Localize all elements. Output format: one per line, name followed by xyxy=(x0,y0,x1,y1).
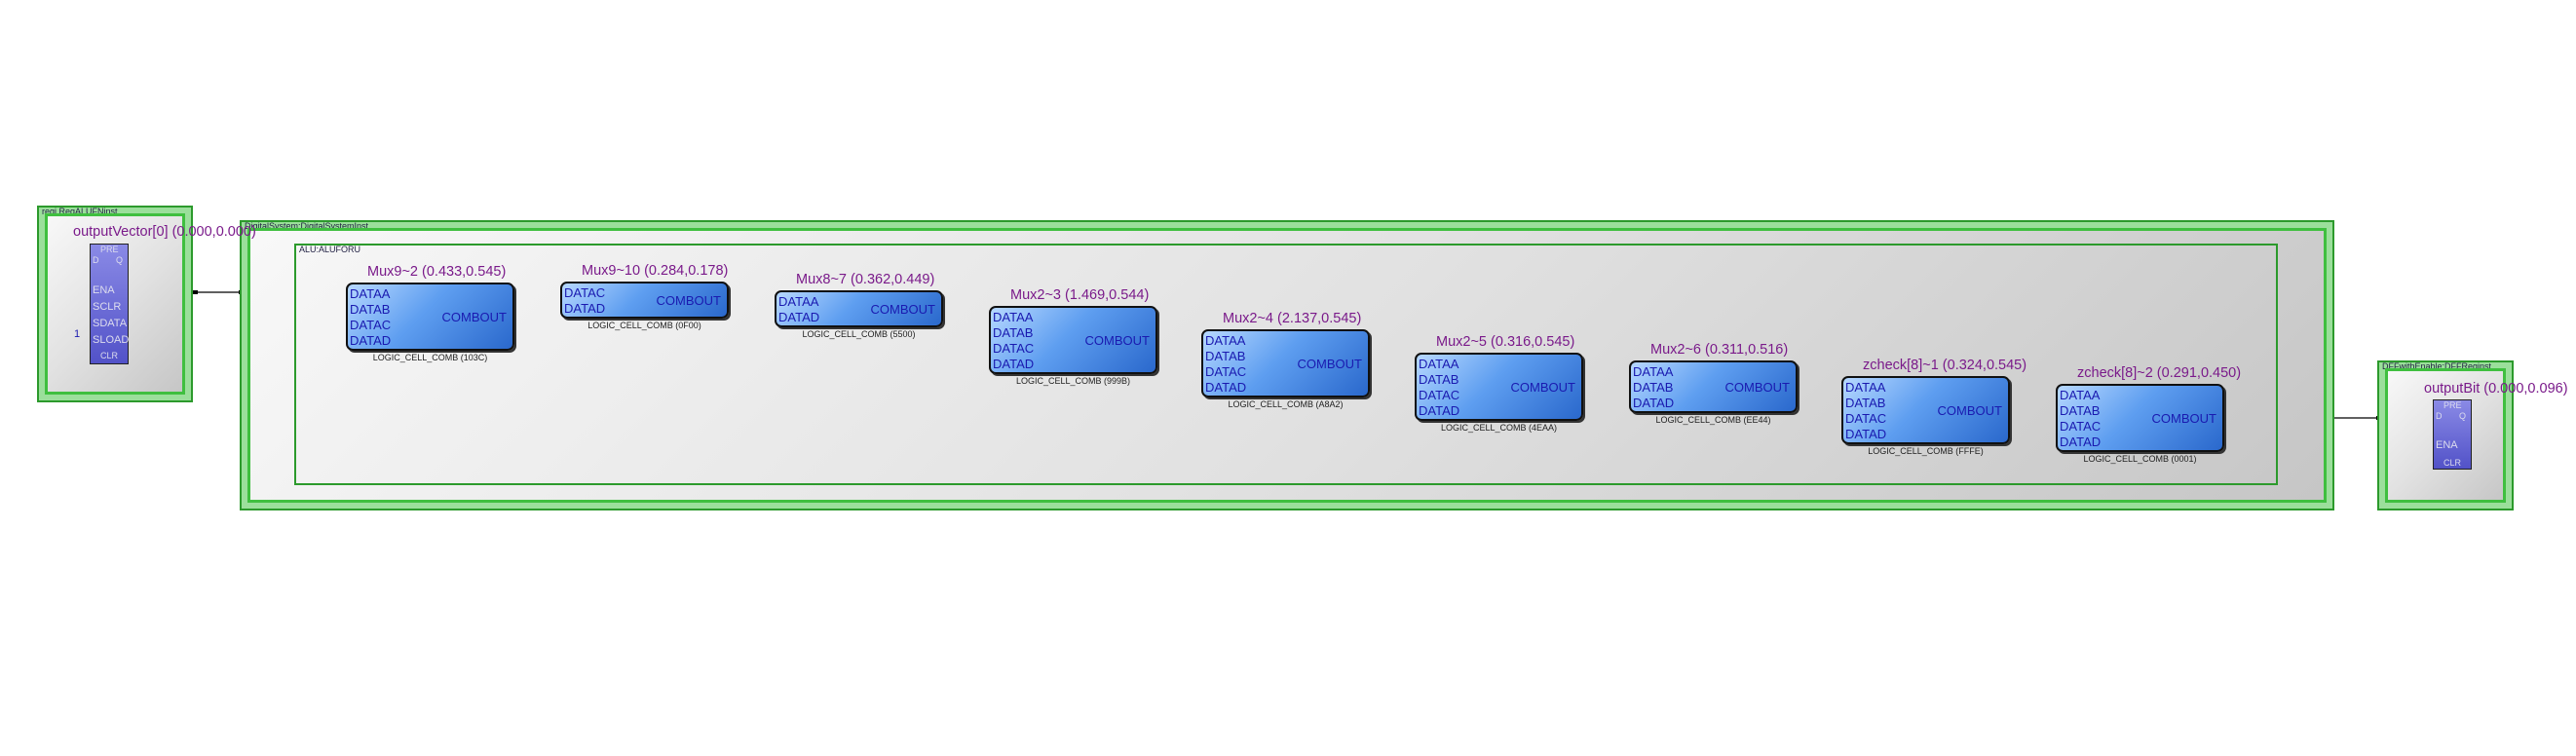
output-register-title: outputBit (0.000,0.096) xyxy=(2424,381,2568,397)
cell-port-datad: DATAD xyxy=(1633,396,1675,410)
cell-port-datab: DATAB xyxy=(1419,372,1459,387)
cell-port-combout: COMBOUT xyxy=(656,293,721,308)
cell-title-zcheck8-1: zcheck[8]~1 (0.324,0.545) xyxy=(1863,358,2027,373)
cell-port-combout: COMBOUT xyxy=(1724,380,1790,395)
cell-type-zcheck8-1: LOGIC_CELL_COMB (FFFE) xyxy=(1868,446,1984,456)
alu-frame-label: ALU:ALUFORU xyxy=(299,245,361,254)
cell-title-zcheck8-2: zcheck[8]~2 (0.291,0.450) xyxy=(2077,365,2242,381)
cell-port-datad: DATAD xyxy=(350,333,392,348)
cell-port-datab: DATAB xyxy=(350,302,391,317)
input-register-pin-pre: PRE xyxy=(100,245,119,254)
cell-port-datad: DATAD xyxy=(778,310,820,324)
cell-title-mux9-2: Mux9~2 (0.433,0.545) xyxy=(367,264,507,280)
cell-port-datab: DATAB xyxy=(2060,403,2101,418)
output-register-pin-pre: PRE xyxy=(2443,400,2462,410)
cell-port-combout: COMBOUT xyxy=(870,302,935,317)
cell-port-datac: DATAC xyxy=(350,318,392,332)
cell-port-datab: DATAB xyxy=(993,325,1034,340)
cell-port-datab: DATAB xyxy=(1633,380,1674,395)
input-register-frame-label: regi.RegALUFNinst xyxy=(42,207,118,216)
cell-port-datad: DATAD xyxy=(993,357,1035,371)
cell-port-datad: DATAD xyxy=(2060,435,2102,449)
cell-type-zcheck8-2: LOGIC_CELL_COMB (0001) xyxy=(2083,454,2197,464)
cell-title-mux2-5: Mux2~5 (0.316,0.545) xyxy=(1436,334,1575,350)
input-register-pin-sclr: SCLR xyxy=(93,301,122,313)
cell-port-combout: COMBOUT xyxy=(1084,333,1150,348)
cell-port-dataa: DATAA xyxy=(1419,357,1459,371)
input-register-title: outputVector[0] (0.000,0.000) xyxy=(73,224,256,240)
digital-system-frame-label: DigitalSystem:DigitalSystemInst xyxy=(245,221,369,231)
input-register-block[interactable]: PRE D Q ENA SCLR SDATA SLOAD CLR xyxy=(90,244,129,364)
input-register-pin-sdata: SDATA xyxy=(93,318,128,329)
input-register-const: 1 xyxy=(74,328,81,340)
cell-type-mux2-4: LOGIC_CELL_COMB (A8A2) xyxy=(1228,399,1344,409)
input-register-pin-clr: CLR xyxy=(100,351,119,360)
cell-port-datad: DATAD xyxy=(1845,427,1887,441)
cell-port-datac: DATAC xyxy=(993,341,1035,356)
cell-type-mux2-5: LOGIC_CELL_COMB (4EAA) xyxy=(1440,423,1558,433)
cell-port-dataa: DATAA xyxy=(993,310,1034,324)
cell-port-datac: DATAC xyxy=(1419,388,1460,402)
output-register-frame-label: DFFwithEnable:DFFReginst xyxy=(2382,361,2492,371)
cell-port-dataa: DATAA xyxy=(1845,380,1886,395)
input-register-pin-q: Q xyxy=(116,255,124,265)
cell-port-datad: DATAD xyxy=(1419,403,1460,418)
output-register-block[interactable]: PRE D Q ENA CLR xyxy=(2433,399,2472,470)
cell-port-combout: COMBOUT xyxy=(1510,380,1575,395)
cell-port-datac: DATAC xyxy=(564,285,606,300)
cell-port-combout: COMBOUT xyxy=(2151,411,2216,426)
cell-port-combout: COMBOUT xyxy=(1937,403,2002,418)
cell-type-mux9-10: LOGIC_CELL_COMB (0F00) xyxy=(587,321,701,330)
wire-junction xyxy=(192,290,198,294)
cell-type-mux9-2: LOGIC_CELL_COMB (103C) xyxy=(372,353,488,362)
cell-type-mux2-3: LOGIC_CELL_COMB (999B) xyxy=(1015,376,1131,386)
cell-port-dataa: DATAA xyxy=(1205,333,1246,348)
cell-port-combout: COMBOUT xyxy=(441,310,507,324)
cell-port-datad: DATAD xyxy=(564,301,606,316)
output-register-pin-clr: CLR xyxy=(2443,458,2462,468)
cell-title-mux2-4: Mux2~4 (2.137,0.545) xyxy=(1223,311,1362,326)
cell-title-mux8-7: Mux8~7 (0.362,0.449) xyxy=(796,272,935,287)
cell-type-mux8-7: LOGIC_CELL_COMB (5500) xyxy=(802,329,916,339)
cell-title-mux2-3: Mux2~3 (1.469,0.544) xyxy=(1010,287,1150,303)
cell-title-mux2-6: Mux2~6 (0.311,0.516) xyxy=(1650,342,1789,358)
input-register-pin-sload: SLOAD xyxy=(93,334,130,346)
output-register-pin-q: Q xyxy=(2459,411,2467,421)
cell-title-mux9-10: Mux9~10 (0.284,0.178) xyxy=(582,263,729,279)
cell-port-dataa: DATAA xyxy=(1633,364,1674,379)
cell-port-datac: DATAC xyxy=(1205,364,1247,379)
cell-port-datab: DATAB xyxy=(1205,349,1246,363)
input-register-pin-ena: ENA xyxy=(93,284,115,296)
input-register-pin-d: D xyxy=(93,255,99,265)
output-register-pin-ena: ENA xyxy=(2436,439,2458,451)
cell-port-datac: DATAC xyxy=(1845,411,1887,426)
cell-port-datab: DATAB xyxy=(1845,396,1886,410)
cell-port-dataa: DATAA xyxy=(350,286,391,301)
cell-port-datac: DATAC xyxy=(2060,419,2102,434)
cell-port-dataa: DATAA xyxy=(778,294,819,309)
cell-port-dataa: DATAA xyxy=(2060,388,2101,402)
output-register-pin-d: D xyxy=(2436,411,2443,421)
cell-port-combout: COMBOUT xyxy=(1297,357,1362,371)
cell-type-mux2-6: LOGIC_CELL_COMB (EE44) xyxy=(1655,415,1771,425)
cell-port-datad: DATAD xyxy=(1205,380,1247,395)
